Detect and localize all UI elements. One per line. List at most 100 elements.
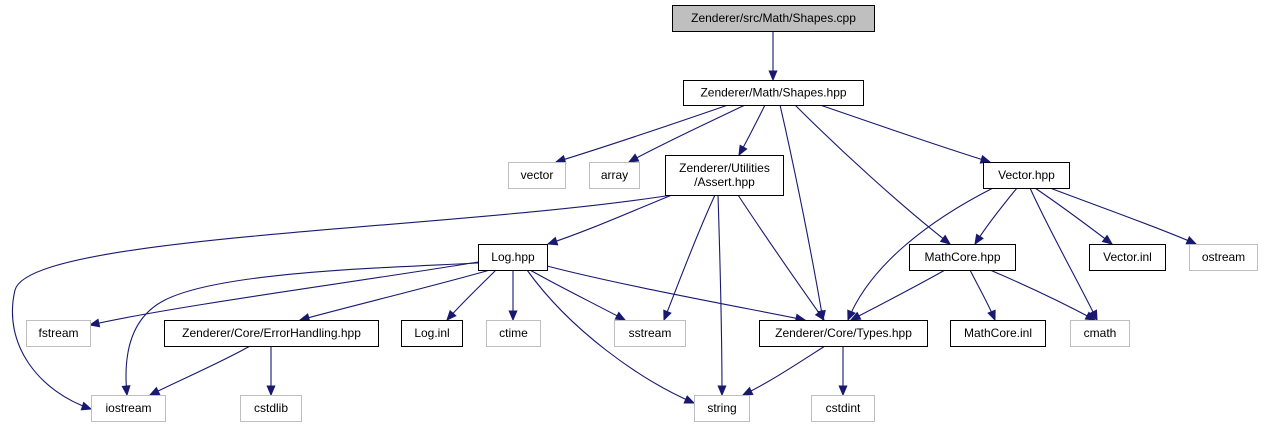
arrowhead-icon xyxy=(768,70,778,82)
arrowhead-icon xyxy=(554,154,567,164)
edge-shapes-hpp-to-assert-hpp xyxy=(738,104,766,157)
node-mathcore-inl[interactable]: MathCore.inl xyxy=(950,320,1046,347)
node-vector-inl[interactable]: Vector.inl xyxy=(1089,244,1166,271)
arrowhead-icon xyxy=(508,310,518,322)
arrowhead-icon xyxy=(663,309,672,322)
arrowhead-icon xyxy=(738,144,748,157)
node-errorhandling-hpp[interactable]: Zenderer/Core/ErrorHandling.hpp xyxy=(164,320,379,347)
node-box xyxy=(672,5,875,32)
node-label: Vector.hpp xyxy=(998,168,1055,182)
node-label: fstream xyxy=(38,326,78,340)
node-ctime: ctime xyxy=(486,320,541,347)
node-box xyxy=(811,395,875,422)
edge-mathcore-hpp-to-cmath xyxy=(989,269,1097,321)
edge-line xyxy=(742,345,826,396)
node-log-hpp[interactable]: Log.hpp xyxy=(478,244,548,271)
node-box xyxy=(164,320,379,347)
edge-log-hpp-to-types-hpp xyxy=(546,265,807,323)
node-box xyxy=(240,395,302,422)
arrowhead-icon xyxy=(88,318,101,328)
arrowhead-icon xyxy=(1088,309,1098,322)
arrowhead-icon xyxy=(939,234,952,245)
node-box xyxy=(950,320,1046,347)
arrowhead-icon xyxy=(1101,234,1114,245)
edge-line xyxy=(299,269,491,321)
arrowhead-icon xyxy=(717,385,727,397)
edge-assert-hpp-to-log-hpp xyxy=(546,194,673,246)
edge-log-hpp-to-ctime xyxy=(508,270,518,322)
node-box xyxy=(1089,244,1166,271)
node-box xyxy=(589,162,640,189)
node-assert-hpp[interactable]: Zenderer/Utilities/Assert.hpp xyxy=(665,155,784,196)
arrowhead-icon xyxy=(1185,236,1198,245)
edge-mathcore-hpp-to-mathcore-inl xyxy=(969,269,996,322)
node-label: /Assert.hpp xyxy=(694,175,755,189)
node-shapes-hpp[interactable]: Zenderer/Math/Shapes.hpp xyxy=(683,80,864,106)
edge-line xyxy=(529,269,626,321)
arrowhead-icon xyxy=(741,386,754,396)
node-box xyxy=(508,162,566,189)
node-label: Zenderer/Core/ErrorHandling.hpp xyxy=(182,326,361,340)
edge-assert-hpp-to-string xyxy=(717,194,727,397)
node-types-hpp[interactable]: Zenderer/Core/Types.hpp xyxy=(759,320,928,347)
arrowhead-icon xyxy=(148,386,161,396)
arrowhead-icon xyxy=(1084,311,1097,321)
node-label: MathCore.hpp xyxy=(924,250,1000,264)
node-label: iostream xyxy=(105,401,151,415)
edge-shapes-cpp-to-shapes-hpp xyxy=(768,31,778,82)
node-label: vector xyxy=(521,168,554,182)
node-label: MathCore.inl xyxy=(964,326,1032,340)
node-label: Zenderer/Utilities xyxy=(679,161,770,175)
node-label: Log.hpp xyxy=(491,250,535,264)
edges-layer xyxy=(11,31,1198,411)
node-label: cstdint xyxy=(826,401,861,415)
edge-log-hpp-to-errorhandling-hpp xyxy=(298,269,491,322)
arrowhead-icon xyxy=(546,236,559,246)
arrowhead-icon xyxy=(974,233,984,246)
arrowhead-icon xyxy=(979,154,992,164)
edge-log-hpp-to-fstream xyxy=(88,261,479,328)
arrowhead-icon xyxy=(121,385,131,397)
edge-log-hpp-to-sstream xyxy=(529,269,627,321)
edge-line xyxy=(974,187,1018,245)
node-iostream: iostream xyxy=(91,395,166,422)
node-label: ostream xyxy=(1202,250,1245,264)
edge-line xyxy=(819,104,991,163)
edge-line xyxy=(850,269,946,321)
edge-line xyxy=(1029,187,1098,321)
node-label: string xyxy=(707,401,736,415)
node-box xyxy=(401,320,463,347)
edge-vector-hpp-to-ostream xyxy=(1049,187,1198,245)
nodes-layer: Zenderer/src/Math/Shapes.cppZenderer/Mat… xyxy=(26,5,1258,422)
edge-line xyxy=(663,194,716,321)
node-box xyxy=(614,320,686,347)
node-box xyxy=(478,244,548,271)
node-box xyxy=(759,320,928,347)
edge-shapes-hpp-to-types-hpp xyxy=(779,104,826,322)
node-label: Zenderer/Core/Types.hpp xyxy=(775,326,912,340)
arrowhead-icon xyxy=(847,309,856,322)
node-label: Vector.inl xyxy=(1103,250,1152,264)
edge-line xyxy=(555,104,729,163)
node-box xyxy=(1189,244,1258,271)
node-cmath: cmath xyxy=(1070,320,1130,347)
edge-line xyxy=(546,265,806,321)
edge-shapes-hpp-to-vector xyxy=(554,104,729,164)
edge-types-hpp-to-cstdint xyxy=(838,346,848,397)
edge-line xyxy=(149,345,251,396)
node-shapes-cpp[interactable]: Zenderer/src/Math/Shapes.cpp xyxy=(672,5,875,32)
edge-errorhandling-hpp-to-iostream xyxy=(148,345,251,396)
node-vector-hpp[interactable]: Vector.hpp xyxy=(983,162,1070,189)
node-box xyxy=(91,395,166,422)
edge-line xyxy=(737,194,825,321)
node-box xyxy=(983,162,1070,189)
edge-line xyxy=(989,269,1096,321)
edge-errorhandling-hpp-to-cstdlib xyxy=(266,345,276,397)
edge-types-hpp-to-string xyxy=(741,345,826,396)
node-label: sstream xyxy=(629,326,672,340)
node-ostream: ostream xyxy=(1189,244,1258,271)
edge-line xyxy=(794,104,951,245)
node-mathcore-hpp[interactable]: MathCore.hpp xyxy=(909,244,1016,271)
node-log-inl[interactable]: Log.inl xyxy=(401,320,463,347)
